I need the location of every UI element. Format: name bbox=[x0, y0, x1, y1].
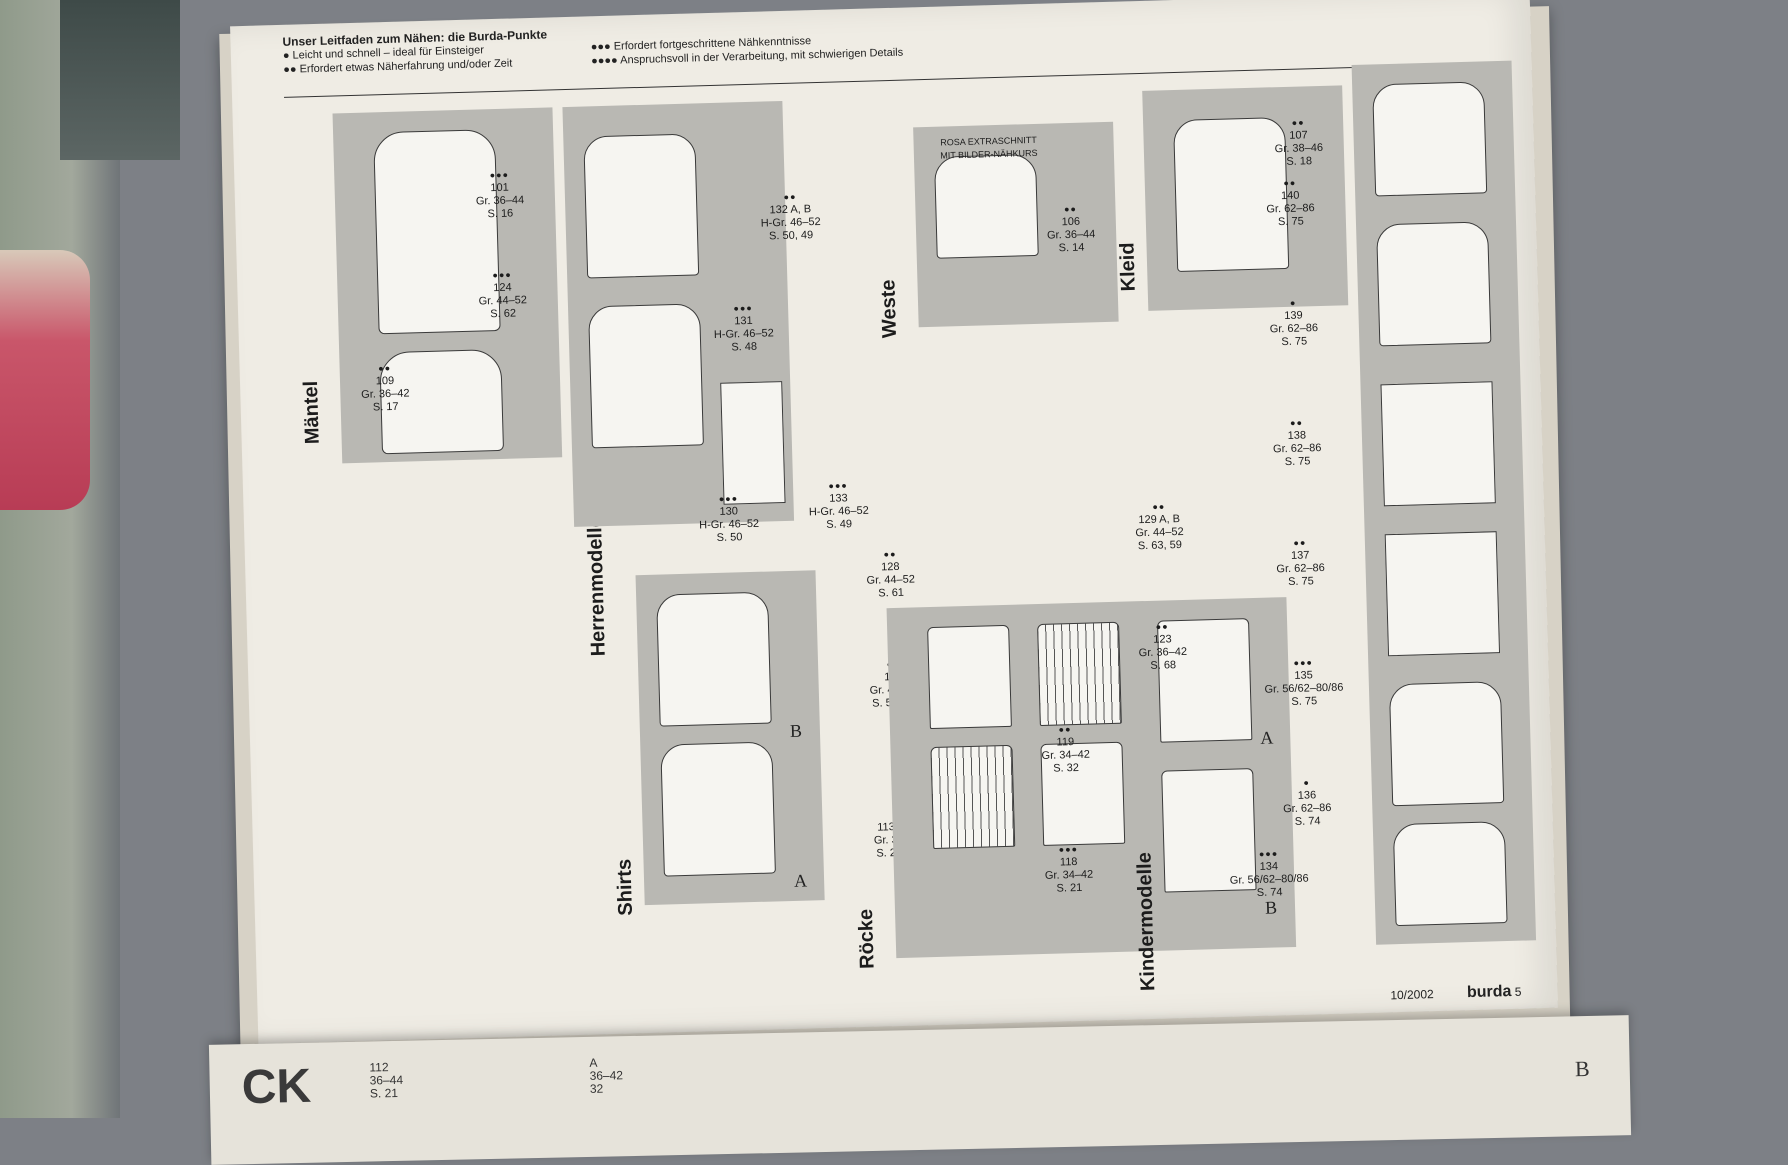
item-130: ●●● 130 H-Gr. 46–52 S. 50 bbox=[699, 493, 760, 544]
item-139: ● 139 Gr. 62–86 S. 75 bbox=[1269, 297, 1319, 349]
skirt-109-drawing bbox=[927, 624, 1012, 730]
legend-advanced: ●●● Erfordert fortgeschrittene Nähkenntn… bbox=[591, 31, 932, 68]
background-object bbox=[0, 250, 90, 510]
previous-page-item-1: 112 36–44 S. 21 bbox=[369, 1060, 404, 1101]
item-133: ●●● 133 H-Gr. 46–52 S. 49 bbox=[808, 480, 869, 531]
jacket-131-drawing bbox=[588, 303, 704, 449]
shirt-variant-b: B bbox=[789, 720, 803, 741]
kids-138-drawing bbox=[1380, 381, 1496, 507]
shirt-variant-a: A bbox=[793, 870, 808, 891]
item-136: ● 136 Gr. 62–86 S. 74 bbox=[1282, 777, 1332, 828]
section-title-kindermodelle: Kindermodelle bbox=[1133, 851, 1160, 992]
panel-kindermodelle bbox=[1351, 60, 1537, 945]
previous-page-item-2: A 36–42 32 bbox=[589, 1055, 624, 1096]
section-title-shirts: Shirts bbox=[613, 858, 638, 916]
section-title-herrenmodelle: Herrenmodelle bbox=[583, 515, 610, 657]
item-140: ●● 140 Gr. 62–86 S. 75 bbox=[1266, 177, 1315, 229]
skirt-118-drawing bbox=[930, 744, 1016, 850]
kids-137-drawing bbox=[1384, 531, 1501, 657]
trousers-132-drawing bbox=[720, 381, 786, 505]
item-119: ●● 119 Gr. 34–42 S. 32 bbox=[1041, 724, 1091, 775]
item-131: ●●● 131 H-Gr. 46–52 S. 48 bbox=[713, 302, 774, 354]
item-138: ●● 138 Gr. 62–86 S. 75 bbox=[1272, 417, 1322, 469]
kids-134-drawing bbox=[1392, 821, 1508, 927]
item-118: ●●● 118 Gr. 34–42 S. 21 bbox=[1044, 843, 1094, 895]
item-101: ●●● 101 Gr. 36–44 S. 16 bbox=[475, 169, 525, 221]
item-129: ●● 129 A, B Gr. 44–52 S. 63, 59 bbox=[1135, 501, 1184, 553]
section-title-roecke: Röcke bbox=[854, 908, 879, 970]
section-title-weste: Weste bbox=[877, 279, 901, 339]
legend: Unser Leitfaden zum Nähen: die Burda-Pun… bbox=[282, 27, 583, 77]
item-123: ●● 123 Gr. 36–42 S. 68 bbox=[1138, 621, 1188, 672]
page-folio: 10/2002 burda 5 bbox=[1390, 983, 1522, 1005]
kids-139-drawing bbox=[1376, 221, 1492, 347]
kids-140-drawing bbox=[1372, 81, 1488, 197]
brand-logo: burda bbox=[1466, 982, 1512, 1002]
skirt-variant-a: A bbox=[1260, 727, 1274, 748]
kids-135-drawing bbox=[1388, 681, 1505, 807]
previous-page-heading: CK bbox=[241, 1059, 312, 1115]
background-wall bbox=[0, 0, 120, 1118]
section-title-maentel: Mäntel bbox=[299, 380, 324, 445]
jacket-130-drawing bbox=[583, 133, 700, 279]
shirt-113-drawing bbox=[656, 591, 772, 727]
item-132: ●● 132 A, B H-Gr. 46–52 S. 50, 49 bbox=[760, 191, 821, 243]
section-title-kleid: Kleid bbox=[1116, 242, 1140, 292]
item-134: ●●● 134 Gr. 56/62–80/86 S. 74 bbox=[1229, 848, 1309, 900]
item-128: ●● 128 Gr. 44–52 S. 61 bbox=[866, 548, 916, 600]
issue-date: 10/2002 bbox=[1390, 987, 1434, 1003]
item-137: ●● 137 Gr. 62–86 S. 75 bbox=[1276, 537, 1325, 589]
item-135: ●●● 135 Gr. 56/62–80/86 S. 75 bbox=[1264, 657, 1344, 708]
magazine-page: Unser Leitfaden zum Nähen: die Burda-Pun… bbox=[230, 0, 1558, 1044]
item-109: ●● 109 Gr. 36–42 S. 17 bbox=[361, 362, 410, 414]
panel-shirts: A B bbox=[635, 570, 825, 906]
weste-note: ROSA EXTRASCHNITT MIT BILDER-NÄHKURS bbox=[940, 134, 1038, 161]
item-106: ●● 106 Gr. 36–44 S. 14 bbox=[1046, 203, 1096, 255]
page-number: 5 bbox=[1514, 984, 1522, 999]
skirt-variant-b: B bbox=[1264, 897, 1278, 918]
shirt-127-drawing bbox=[660, 741, 776, 877]
item-124: ●●● 124 Gr. 44–52 S. 62 bbox=[478, 269, 528, 321]
panel-roecke: A B bbox=[886, 597, 1297, 959]
item-107: ●● 107 Gr. 38–46 S. 18 bbox=[1274, 117, 1324, 168]
background-shelf bbox=[60, 0, 180, 160]
previous-page-letter: B bbox=[1574, 1055, 1590, 1082]
